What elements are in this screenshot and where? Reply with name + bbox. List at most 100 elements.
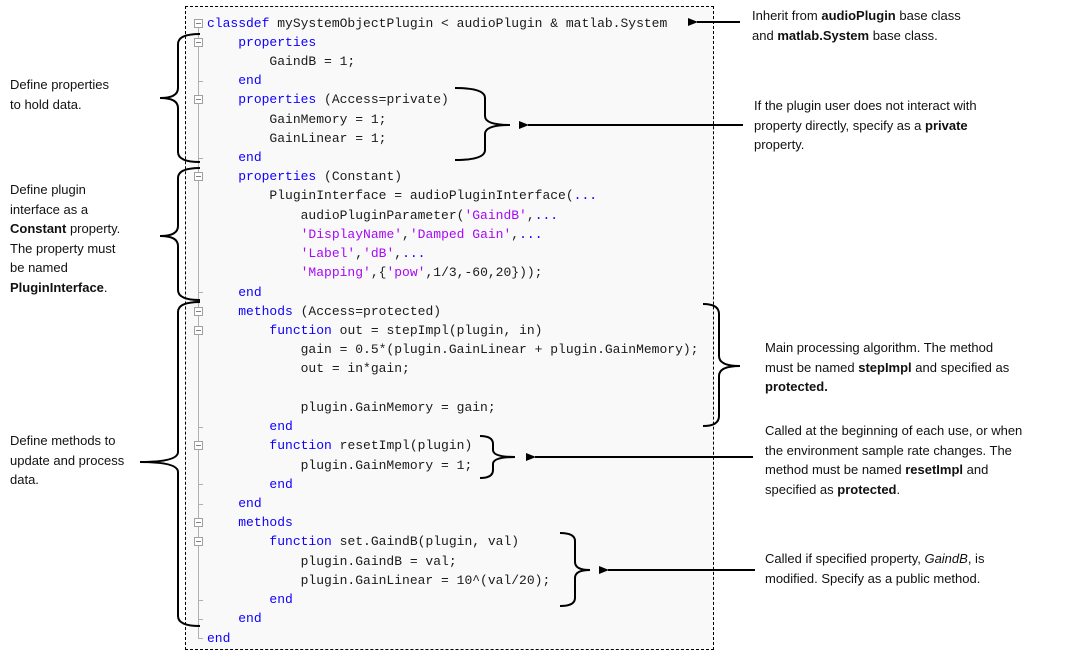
code-token: out = in*gain;	[207, 361, 410, 377]
note-text: If the plugin user does not interact wit…	[754, 98, 977, 113]
code-keyword: end	[269, 592, 293, 608]
code-token: ...	[534, 207, 559, 223]
code-line: 'Mapping',{'pow',1/3,-60,20}));	[207, 263, 543, 282]
code-keyword: end	[269, 419, 293, 435]
code-token: plugin.GaindB = val;	[207, 553, 457, 569]
setter-note: Called if specified property, GaindB, is…	[765, 549, 1065, 588]
fold-collapse-icon[interactable]	[194, 518, 203, 528]
note-text: Constant	[10, 221, 67, 236]
fold-collapse-icon[interactable]	[194, 441, 203, 451]
code-line: function set.GaindB(plugin, val)	[207, 532, 519, 551]
note-text: .	[896, 481, 901, 497]
code-token: (Access=protected)	[292, 303, 442, 319]
code-token: PluginInterface = audioPluginInterface(	[207, 188, 574, 204]
code-keyword: end	[238, 611, 262, 627]
code-token: resetImpl(plugin)	[331, 438, 473, 454]
fold-collapse-icon[interactable]	[194, 18, 203, 28]
note-text: Define plugin	[10, 182, 86, 197]
note-text: update and process	[10, 452, 125, 468]
note-text: private	[925, 117, 968, 133]
code-line: plugin.GainMemory = gain;	[207, 398, 496, 417]
code-line: plugin.GainMemory = 1;	[207, 456, 473, 475]
brace-properties	[159, 33, 201, 163]
code-token: ,	[402, 226, 410, 242]
fold-collapse-icon[interactable]	[194, 326, 203, 336]
code-line: GainMemory = 1;	[207, 110, 386, 129]
code-string: 'pow'	[386, 265, 426, 281]
code-line: plugin.GainLinear = 10^(val/20);	[207, 571, 551, 590]
code-line: end	[207, 283, 262, 302]
note-text: PluginInterface	[10, 279, 104, 295]
note-text: GaindB	[924, 551, 968, 566]
code-line: gain = 0.5*(plugin.GainLinear + plugin.G…	[207, 340, 699, 359]
code-keyword: properties	[238, 92, 317, 108]
code-line: methods (Access=protected)	[207, 302, 441, 321]
note-text: Define methods to	[10, 433, 116, 448]
code-line: plugin.GaindB = val;	[207, 552, 457, 571]
code-string: 'Damped Gain'	[409, 226, 512, 242]
code-string: 'Label'	[300, 246, 356, 262]
note-text: interface as a	[10, 201, 89, 217]
code-keyword: properties	[238, 34, 317, 50]
fold-end-marker	[198, 503, 203, 505]
code-keyword: methods	[238, 515, 293, 531]
fold-end-marker	[198, 618, 203, 620]
private-note: If the plugin user does not interact wit…	[754, 96, 1064, 155]
code-keyword: properties	[238, 169, 317, 185]
brace-private	[454, 87, 511, 161]
note-text: base class	[895, 8, 961, 23]
note-text: property directly, specify as a	[754, 117, 925, 133]
code-keyword: end	[238, 496, 262, 511]
note-text: Main processing algorithm. The method	[765, 340, 994, 355]
fold-end-marker	[198, 599, 203, 601]
code-token: ...	[573, 188, 598, 204]
note-text: modified. Specify as a public method.	[765, 570, 981, 586]
code-token: plugin.GainLinear = 10^(val/20);	[207, 572, 551, 588]
code-token: (Constant)	[316, 169, 403, 185]
code-line: end	[207, 148, 261, 167]
code-line: PluginInterface = audioPluginInterface(.…	[207, 186, 597, 205]
fold-collapse-icon[interactable]	[194, 172, 203, 182]
code-line: end	[207, 494, 262, 513]
code-token: set.GaindB(plugin, val)	[331, 534, 520, 550]
code-line: function resetImpl(plugin)	[207, 436, 472, 455]
code-keyword: function	[269, 534, 332, 550]
fold-collapse-icon[interactable]	[194, 37, 203, 47]
note-text: Define properties	[10, 77, 109, 92]
code-line: GainLinear = 1;	[207, 129, 386, 148]
code-token: gain = 0.5*(plugin.GainLinear + plugin.G…	[207, 342, 699, 358]
code-keyword: end	[269, 476, 293, 492]
code-string: 'DisplayName'	[300, 226, 403, 242]
note-text: resetImpl	[905, 462, 964, 477]
note-text: data.	[10, 472, 39, 487]
note-text: base class.	[869, 27, 938, 43]
brace-resetimpl	[479, 435, 516, 479]
resetimpl-note: Called at the beginning of each use, or …	[765, 421, 1065, 499]
code-line: audioPluginParameter('GaindB',...	[207, 206, 558, 225]
note-text: to hold data.	[10, 96, 82, 112]
note-text: specified as	[765, 481, 838, 497]
code-line: 'DisplayName','Damped Gain',...	[207, 225, 543, 244]
code-keyword: end	[238, 284, 262, 300]
code-string: 'dB'	[363, 246, 395, 262]
fold-collapse-icon[interactable]	[194, 306, 203, 316]
code-line: end	[207, 590, 293, 609]
code-token: out = stepImpl(plugin, in)	[331, 323, 543, 339]
code-line: end	[207, 609, 262, 628]
code-token: ,1/3,-60,20}));	[425, 265, 543, 281]
brace-setter	[559, 532, 591, 607]
brace-methods	[139, 301, 201, 627]
code-editor-panel	[185, 6, 714, 650]
note-text: be named	[10, 260, 68, 275]
fold-collapse-icon[interactable]	[194, 95, 203, 105]
fold-end-marker	[198, 157, 203, 159]
code-line: 'Label','dB',...	[207, 244, 426, 263]
properties-note: Define properties to hold data.	[10, 75, 160, 114]
code-token: audioPluginParameter(	[207, 207, 465, 223]
fold-collapse-icon[interactable]	[194, 537, 203, 547]
note-text: and	[752, 27, 778, 43]
note-text: protected	[837, 481, 897, 497]
note-text: property.	[66, 221, 121, 236]
